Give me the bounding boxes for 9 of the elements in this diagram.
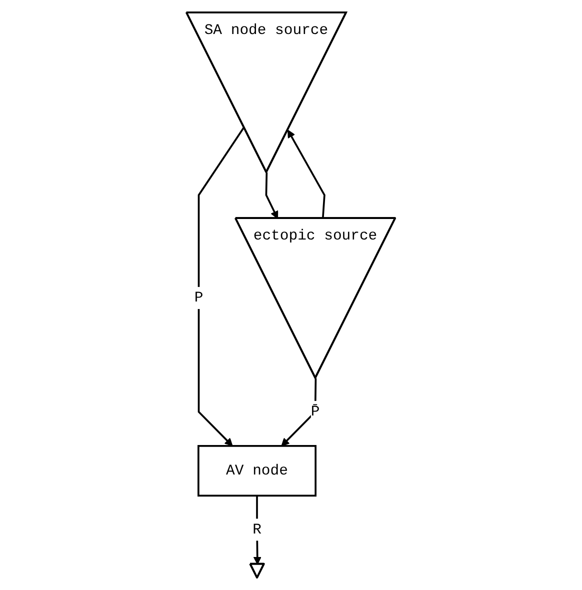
edge-label: R <box>252 521 262 538</box>
node-box: AV node <box>198 445 317 497</box>
edge-label: P <box>194 290 204 306</box>
arrow <box>281 378 317 446</box>
arrow <box>254 496 262 565</box>
arrow <box>266 172 278 219</box>
arrow <box>198 126 246 446</box>
edge-label: P̄ <box>311 404 320 420</box>
arrow <box>288 130 326 219</box>
